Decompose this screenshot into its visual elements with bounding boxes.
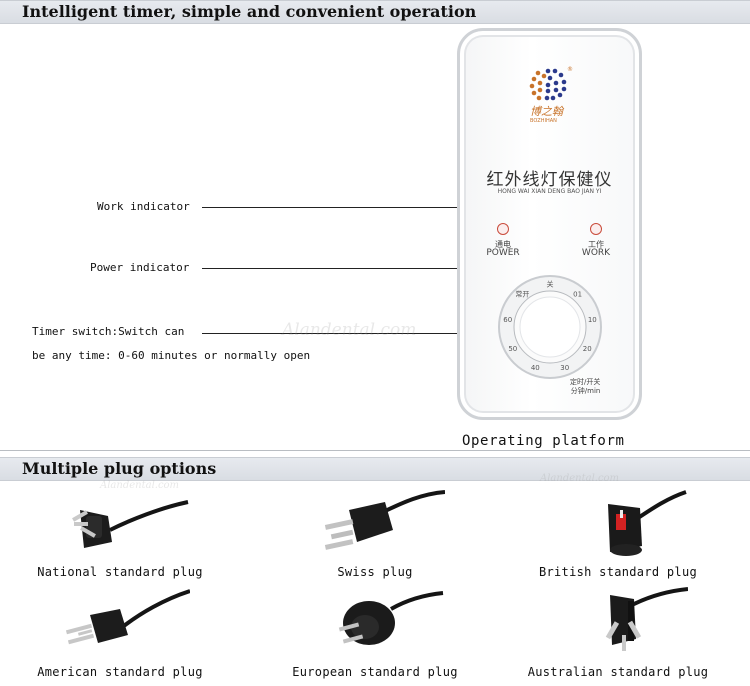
work-led-label-cn: 工作 (588, 240, 604, 249)
australian-plug-icon (605, 587, 688, 651)
timer-switch-label-line1: Timer switch:Switch can (32, 325, 185, 338)
work-indicator-leader (202, 207, 594, 208)
plug-label-british: British standard plug (538, 565, 698, 579)
dial-caption-cn: 定时/开关 (570, 378, 601, 386)
power-indicator-label: Power indicator (90, 261, 190, 274)
plug-option-british: British standard plug (498, 490, 738, 600)
plug-option-australian: Australian standard plug (498, 585, 738, 686)
timer-dial[interactable]: 关 01 10 20 30 40 50 60 常开 (496, 273, 604, 381)
device-title: 红外线灯保健仪 (486, 170, 613, 190)
american-plug-icon (65, 589, 190, 645)
timer-dial-icon: 关 01 10 20 30 40 50 60 常开 (498, 275, 602, 379)
plug-option-american: American standard plug (0, 585, 240, 686)
swiss-plug-icon (324, 490, 445, 550)
dial-tick-label: 60 (503, 316, 512, 324)
plug-option-swiss: Swiss plug (255, 490, 495, 600)
svg-text:®: ® (567, 66, 573, 73)
dial-tick-label: 01 (573, 291, 582, 299)
work-led-label-en: WORK (581, 248, 611, 258)
watermark-text: Alandental.com (282, 320, 417, 340)
work-led-icon (590, 223, 602, 235)
work-indicator-callout: Work indicator (97, 200, 190, 213)
plug-label-swiss: Swiss plug (337, 565, 413, 579)
section-header-timer: Intelligent timer, simple and convenient… (0, 0, 750, 24)
watermark-text-2: Alandental.com (100, 480, 180, 491)
dial-tick-label: 常开 (515, 290, 529, 299)
british-plug-icon (608, 490, 687, 556)
plug-option-european: European standard plug (255, 585, 495, 686)
plug-option-national: National standard plug (0, 490, 240, 600)
dial-tick-label: 40 (531, 364, 540, 372)
device-subtitle: HONG WAI XIAN DENG BAO JIAN YI (497, 188, 602, 195)
power-indicator-callout: Power indicator (90, 261, 189, 274)
brand-logo-icon: ® (529, 66, 573, 101)
plug-label-american: American standard plug (37, 665, 203, 679)
section-title-timer: Intelligent timer, simple and convenient… (22, 2, 477, 21)
section-divider (0, 450, 750, 451)
dial-caption-min: 分钟/min (570, 387, 601, 395)
watermark-text-3: Alandental.com (540, 473, 620, 484)
plug-label-national: National standard plug (37, 565, 203, 579)
section-title-plugs: Multiple plug options (22, 459, 217, 478)
dial-tick-label: 20 (583, 345, 592, 353)
brand-name-pinyin: BOZHIHAN (530, 118, 557, 124)
operating-platform-caption: Operating platform (462, 430, 625, 449)
power-indicator-leader (202, 268, 502, 269)
dial-tick-label: 关 (547, 280, 554, 289)
timer-switch-label-line2: be any time: 0-60 minutes or normally op… (32, 349, 311, 362)
operating-platform-caption-text: Operating platform (462, 433, 625, 449)
work-led-label: 工作 WORK (576, 240, 616, 258)
power-led-label-en: POWER (486, 248, 520, 258)
work-indicator-label: Work indicator (97, 200, 190, 213)
power-led-icon (497, 223, 509, 235)
dial-tick-label: 10 (588, 316, 597, 324)
operating-platform-device: ® 博之翰 BOZHIHAN 红外线灯保健仪 HONG WAI XIAN DEN… (457, 28, 642, 420)
dial-tick-label: 50 (508, 345, 517, 353)
dial-tick-label: 30 (560, 364, 569, 372)
chinese-plug-icon (72, 500, 189, 548)
european-plug-icon (338, 591, 444, 645)
timer-switch-callout: Timer switch:Switch can be any time: 0-6… (32, 325, 310, 362)
power-led-label: 通电 POWER (483, 240, 523, 258)
brand-name-cn: 博之翰 (530, 105, 563, 118)
timer-switch-leader (202, 333, 498, 334)
power-led-label-cn: 通电 (495, 240, 511, 249)
dial-caption: 定时/开关 分钟/min (570, 378, 600, 396)
plug-label-australian: Australian standard plug (527, 665, 709, 679)
section-header-plugs: Multiple plug options (0, 457, 750, 481)
plug-label-european: European standard plug (292, 665, 458, 679)
